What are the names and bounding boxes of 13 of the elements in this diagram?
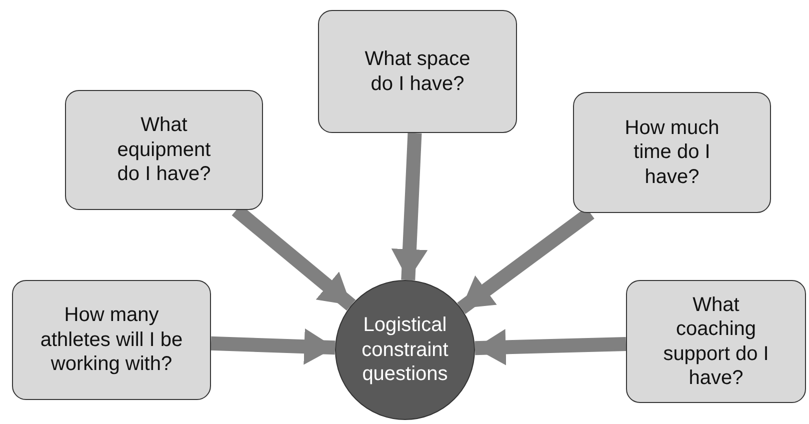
block-arrow xyxy=(210,328,336,365)
question-text: What space do I have? xyxy=(364,47,472,96)
question-box xyxy=(65,90,263,210)
question-box xyxy=(573,92,771,213)
question-text: How much time do I have? xyxy=(624,116,720,190)
block-arrow xyxy=(391,132,428,280)
question-text: How many athletes will I be working with? xyxy=(39,303,184,377)
question-text: What coaching support do I have? xyxy=(663,292,769,390)
question-box xyxy=(318,10,517,133)
question-box xyxy=(12,280,211,400)
topic-text: Logistical constraint questions xyxy=(360,313,450,387)
question-text: What equipment do I have? xyxy=(116,113,212,187)
question-box xyxy=(626,280,806,403)
